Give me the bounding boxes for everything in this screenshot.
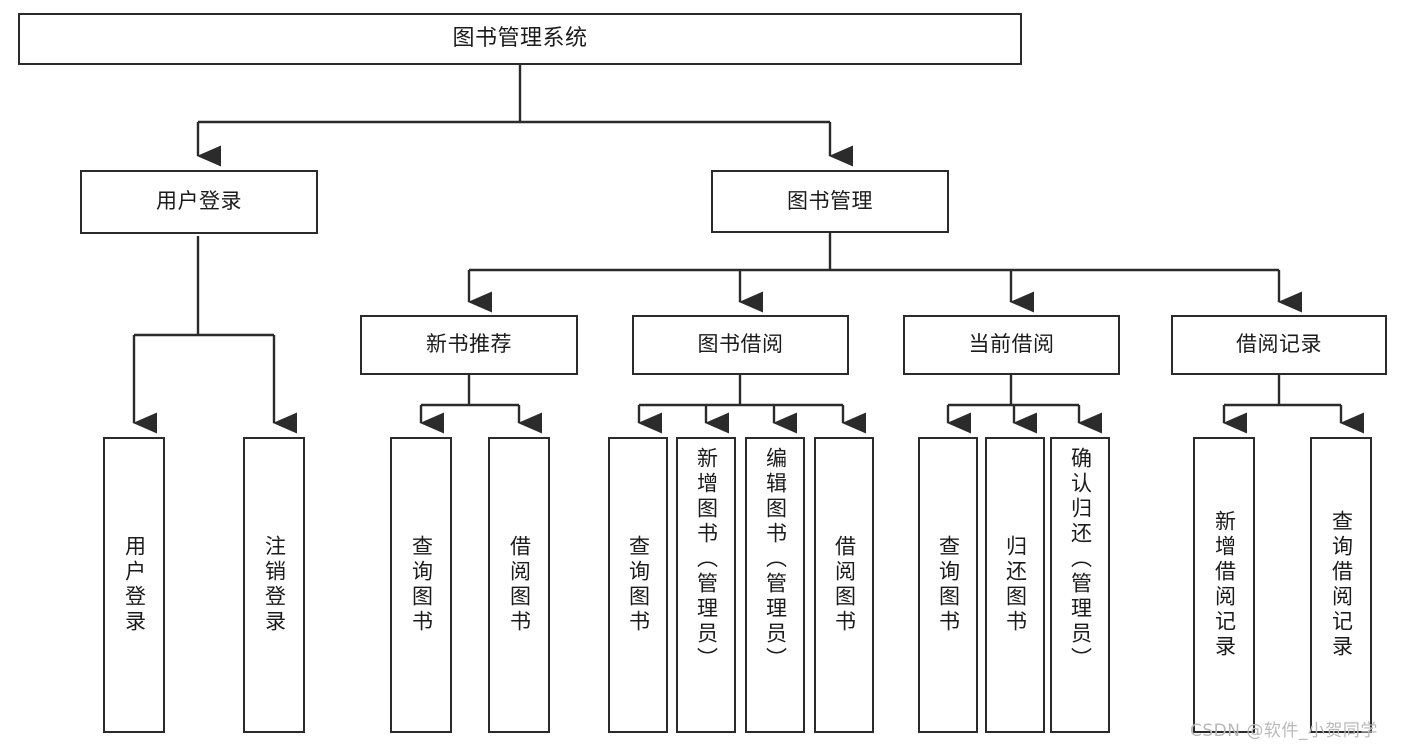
node-label: 借阅记录 bbox=[1236, 332, 1322, 357]
node-label: 用户登录 bbox=[156, 189, 242, 214]
leaf-node-query-book-current[interactable]: 查询图书 bbox=[918, 437, 978, 733]
node-label: 新增借阅记录 bbox=[1212, 510, 1237, 660]
node-label: 编辑图书（管理员） bbox=[763, 447, 788, 672]
leaf-node-borrow-book-recommend[interactable]: 借阅图书 bbox=[488, 437, 550, 733]
node-label: 当前借阅 bbox=[968, 332, 1055, 357]
leaf-node-query-book-borrow[interactable]: 查询图书 bbox=[608, 437, 668, 733]
node-root-system[interactable]: 图书管理系统 bbox=[18, 13, 1022, 65]
node-label: 图书借阅 bbox=[697, 332, 784, 357]
leaf-node-logout[interactable]: 注销登录 bbox=[243, 437, 305, 733]
node-label: 用户登录 bbox=[122, 535, 147, 635]
node-label: 注销登录 bbox=[262, 535, 287, 635]
node-new-book-recommend[interactable]: 新书推荐 bbox=[360, 315, 578, 375]
csdn-watermark: CSDN @软件_小贺同学 bbox=[1190, 721, 1378, 741]
node-label: 查询借阅记录 bbox=[1329, 510, 1354, 660]
node-label: 图书管理系统 bbox=[452, 25, 588, 51]
node-label: 借阅图书 bbox=[832, 535, 857, 635]
node-user-login[interactable]: 用户登录 bbox=[80, 170, 318, 234]
node-label: 借阅图书 bbox=[507, 535, 532, 635]
leaf-node-confirm-return-admin[interactable]: 确认归还（管理员） bbox=[1050, 437, 1110, 733]
leaf-node-query-book-recommend[interactable]: 查询图书 bbox=[390, 437, 452, 733]
node-borrow-record[interactable]: 借阅记录 bbox=[1171, 315, 1387, 375]
leaf-node-user-login[interactable]: 用户登录 bbox=[103, 437, 165, 733]
node-label: 归还图书 bbox=[1003, 535, 1028, 635]
leaf-node-add-book-admin[interactable]: 新增图书（管理员） bbox=[676, 437, 736, 733]
node-label: 查询图书 bbox=[409, 535, 434, 635]
node-current-borrow[interactable]: 当前借阅 bbox=[903, 315, 1120, 375]
leaf-node-query-borrow-record[interactable]: 查询借阅记录 bbox=[1310, 437, 1372, 733]
leaf-node-borrow-book[interactable]: 借阅图书 bbox=[814, 437, 874, 733]
leaf-node-edit-book-admin[interactable]: 编辑图书（管理员） bbox=[745, 437, 805, 733]
node-book-management[interactable]: 图书管理 bbox=[711, 170, 949, 233]
node-book-borrow[interactable]: 图书借阅 bbox=[632, 315, 849, 375]
leaf-node-return-book[interactable]: 归还图书 bbox=[985, 437, 1045, 733]
node-label: 图书管理 bbox=[787, 188, 873, 213]
node-label: 确认归还（管理员） bbox=[1068, 447, 1093, 672]
node-label: 新增图书（管理员） bbox=[694, 447, 719, 672]
node-label: 新书推荐 bbox=[426, 332, 512, 357]
node-label: 查询图书 bbox=[626, 535, 651, 635]
leaf-node-add-borrow-record[interactable]: 新增借阅记录 bbox=[1193, 437, 1255, 733]
node-label: 查询图书 bbox=[936, 535, 961, 635]
